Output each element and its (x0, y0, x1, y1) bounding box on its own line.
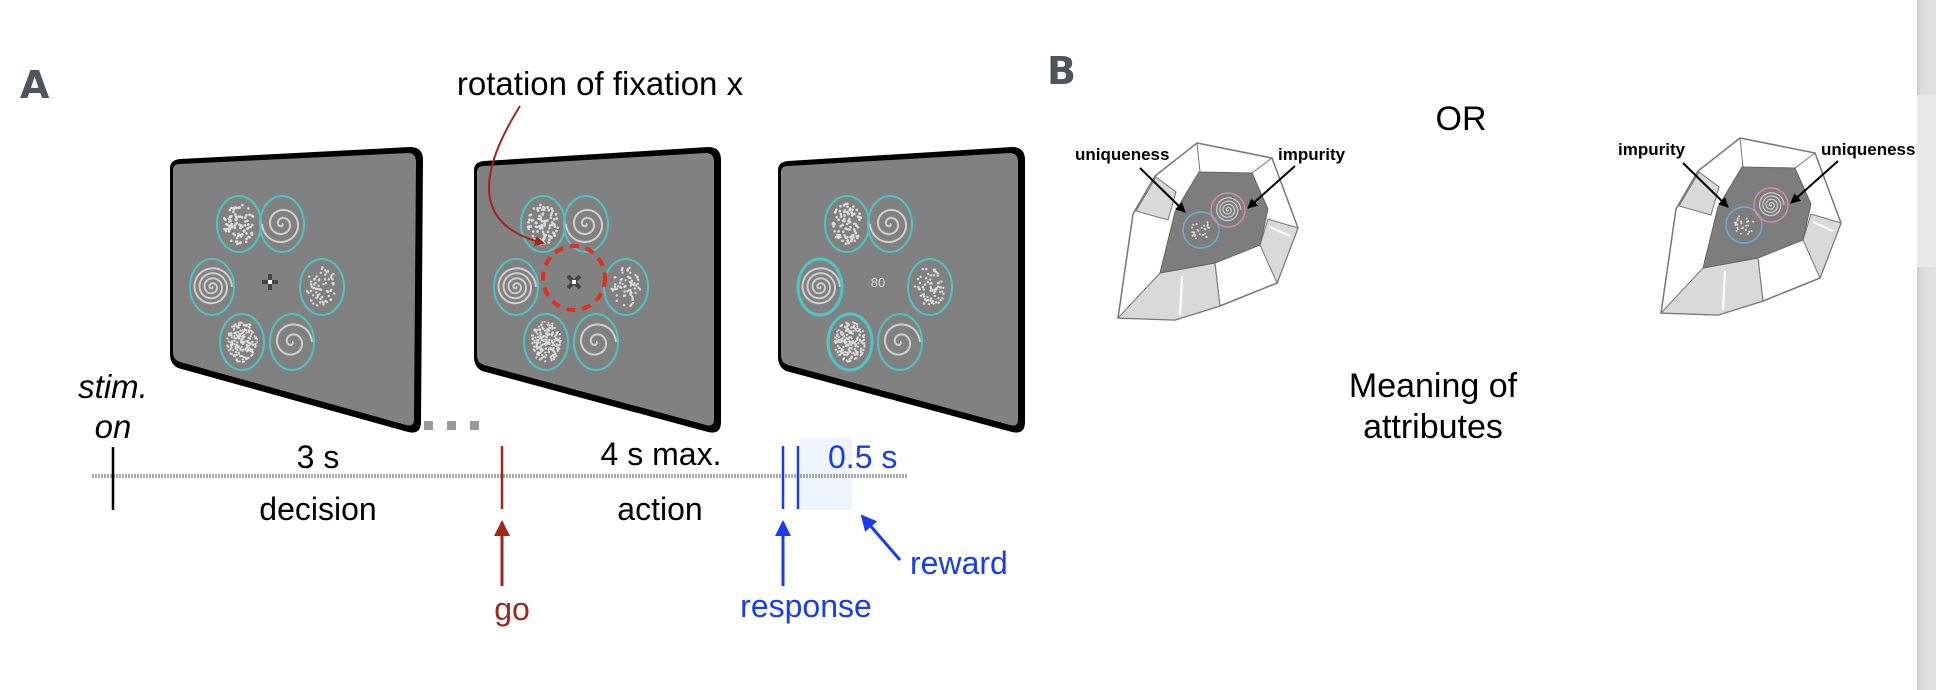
fixation-rotation-ring (541, 244, 607, 312)
go-label: go (494, 591, 530, 627)
stimulus-aperture (523, 313, 569, 371)
label-arrow-left (1682, 162, 1729, 208)
spiral-pattern (1215, 197, 1242, 222)
screen-display (781, 153, 1018, 426)
fixation-cross-icon (262, 274, 278, 290)
dots-attribute (1725, 206, 1763, 244)
rotation-annotation: rotation of fixation x (457, 65, 744, 102)
decision-duration: 3 s (297, 439, 340, 475)
label-arrow-right (1790, 160, 1839, 204)
fixation-cross-icon (566, 274, 582, 290)
stimulus-aperture (796, 257, 844, 317)
reward-arrow (860, 514, 902, 561)
dots-ring (1182, 211, 1220, 249)
spiral-pattern (869, 209, 907, 243)
spiral-pattern (565, 209, 603, 243)
attribute-diagram-1: uniqueness impurity (1075, 142, 1346, 321)
aperture-ring (603, 258, 649, 316)
aperture-ring (826, 312, 874, 372)
aperture-ring (563, 195, 609, 253)
stimulus-aperture (826, 312, 874, 372)
aperture-ring (259, 195, 305, 253)
aperture-ring (796, 257, 844, 317)
scrollbar-thumb[interactable] (1917, 95, 1936, 267)
screen-reward-screen: 80 (778, 147, 1025, 433)
pyramid-face (1159, 171, 1269, 274)
spiral-ring (1753, 187, 1789, 223)
spiral-attribute (1753, 187, 1789, 223)
aperture-ring (299, 258, 345, 316)
stimulus-aperture (573, 313, 619, 371)
label-arrow-right (1247, 165, 1296, 209)
attribute-diagram-2: impurity uniqueness (1618, 137, 1915, 316)
aperture-ring (907, 258, 953, 316)
caption-line2: attributes (1363, 408, 1503, 446)
action-phase-label: action (617, 491, 702, 527)
screen-display (477, 153, 714, 426)
label-arrow-left (1139, 167, 1186, 213)
stimulus-aperture (877, 313, 923, 371)
stimulus-aperture (603, 258, 649, 316)
stimulus-aperture (493, 258, 539, 316)
aperture-ring (523, 313, 569, 371)
stimulus-aperture (867, 195, 913, 253)
reward-duration: 0.5 s (828, 439, 897, 475)
aperture-ring (877, 313, 923, 371)
stimulus-aperture (299, 258, 345, 316)
spiral-pattern (497, 267, 537, 305)
attribute-label-right: uniqueness (1821, 140, 1915, 159)
ellipsis-icon (424, 421, 479, 430)
trial-screens: 80 (170, 147, 1025, 433)
stimulus-aperture (216, 195, 262, 253)
aperture-ring (219, 313, 265, 371)
stim-on-label-line1: stim. (78, 368, 148, 405)
spiral-ring (1210, 192, 1246, 228)
spiral-attribute (1210, 192, 1246, 228)
reward-value: 80 (871, 275, 885, 290)
attribute-label-left: uniqueness (1075, 145, 1169, 164)
caption-line1: Meaning of (1349, 367, 1518, 405)
decision-phase-label: decision (259, 491, 376, 527)
stimulus-aperture (259, 195, 305, 253)
spiral-pattern (193, 267, 233, 305)
dots-ring (1725, 206, 1763, 244)
aperture-ring (189, 258, 235, 316)
spiral-pattern (801, 267, 841, 305)
aperture-ring (867, 195, 913, 253)
dots-attribute (1182, 211, 1220, 249)
panel-b-label: B (1047, 49, 1076, 93)
pyramid-side (1135, 176, 1177, 221)
spiral-pattern (1758, 192, 1785, 217)
attribute-label-left: impurity (1618, 140, 1686, 159)
pyramid-side (1678, 171, 1720, 216)
pyramid-face (1702, 166, 1812, 269)
stimulus-aperture (269, 313, 315, 371)
reward-label: reward (910, 545, 1008, 581)
stimulus-aperture (563, 195, 609, 253)
spiral-pattern (579, 323, 617, 356)
stim-on-label-line2: on (95, 408, 132, 445)
screen-display (173, 153, 416, 426)
spiral-pattern (261, 209, 299, 243)
screen-go-screen (474, 147, 721, 433)
rotation-arrow (487, 105, 545, 246)
aperture-ring (573, 313, 619, 371)
action-duration: 4 s max. (601, 436, 722, 472)
stimulus-aperture (219, 313, 265, 371)
or-label: OR (1436, 100, 1487, 138)
panel-a-label: A (20, 63, 50, 107)
stimulus-aperture (189, 258, 235, 316)
aperture-ring (269, 313, 315, 371)
aperture-ring (493, 258, 539, 316)
spiral-pattern (275, 323, 313, 356)
stimulus-aperture (907, 258, 953, 316)
response-label: response (740, 588, 872, 624)
spiral-pattern (883, 323, 921, 356)
attribute-label-right: impurity (1278, 145, 1346, 164)
screen-stimulus-screen (170, 147, 423, 433)
